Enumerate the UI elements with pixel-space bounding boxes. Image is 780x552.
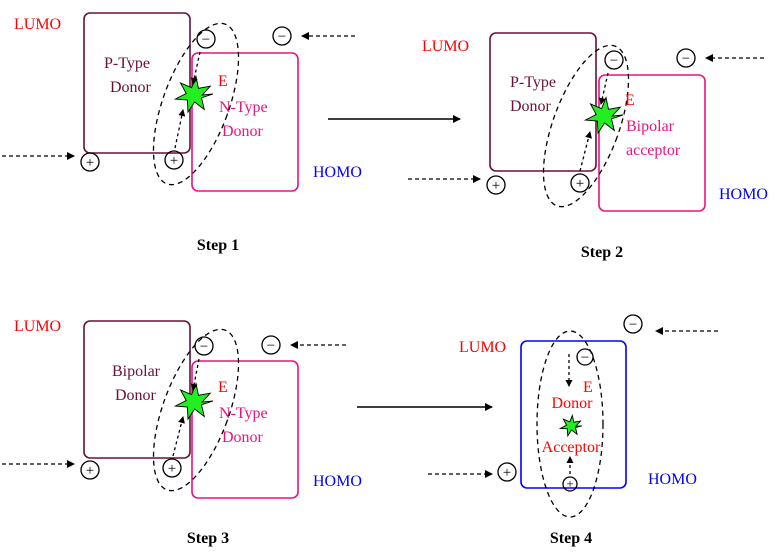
svg-text:−: −	[629, 317, 637, 333]
bipolar-acceptor-box	[598, 74, 706, 212]
hole: +	[162, 458, 182, 478]
electron: −	[623, 314, 643, 334]
hole-transfer-arrow	[579, 131, 592, 172]
emission-burst-icon	[583, 95, 624, 135]
p-type-donor-box	[83, 12, 191, 154]
step-4-panel: LUMO E Donor Acceptor HOMO − − + + Step …	[428, 314, 718, 547]
electron: −	[196, 29, 216, 49]
box-label-line2: Donor	[110, 79, 152, 96]
hole-transfer-arrow	[174, 109, 186, 149]
step-1-panel: LUMO P-Type Donor N-Type Donor HOMO E − …	[2, 12, 362, 254]
hole: +	[570, 173, 590, 193]
svg-text:+: +	[566, 476, 573, 491]
step-caption: Step 2	[581, 244, 623, 261]
box-label-line2: Donor	[115, 387, 157, 404]
donor-label: Donor	[552, 395, 594, 412]
svg-text:−: −	[200, 339, 208, 355]
electron-transfer-arrow	[190, 358, 200, 391]
electron: −	[604, 50, 624, 70]
emission-burst-icon	[173, 74, 214, 114]
bipolar-donor-box	[83, 320, 191, 459]
box-label-line1: P-Type	[104, 55, 150, 72]
hole: +	[164, 150, 184, 170]
electron: −	[194, 336, 214, 356]
combined-box	[520, 340, 627, 489]
step-caption: Step 3	[187, 530, 229, 547]
emission-label: E	[218, 379, 228, 396]
n-type-donor-box	[191, 360, 299, 499]
svg-text:−: −	[610, 53, 618, 69]
step-2-panel: LUMO P-Type Donor Bipolar acceptor HOMO …	[408, 32, 768, 261]
box-label-line1: Bipolar	[626, 118, 675, 135]
lumo-label: LUMO	[14, 318, 61, 335]
svg-text:+: +	[492, 178, 500, 194]
svg-text:−: −	[267, 338, 275, 354]
svg-text:−: −	[682, 51, 690, 67]
svg-text:−: −	[202, 32, 210, 48]
homo-label: HOMO	[648, 471, 697, 488]
hole: +	[80, 152, 100, 172]
box-label-line2: Donor	[222, 429, 264, 446]
electron: −	[272, 26, 292, 46]
homo-label: HOMO	[719, 186, 768, 203]
box-label-line1: Bipolar	[112, 363, 161, 380]
step-caption: Step 4	[550, 530, 592, 547]
hole: +	[486, 175, 506, 195]
hole: +	[562, 476, 578, 492]
emission-label: E	[218, 73, 228, 90]
exciton-ellipse	[152, 22, 240, 186]
svg-text:+: +	[576, 176, 584, 192]
homo-label: HOMO	[313, 473, 362, 490]
exciton-ellipse	[536, 330, 604, 518]
acceptor-label: Acceptor	[542, 439, 601, 456]
n-type-donor-box	[191, 52, 299, 192]
box-label-line2: acceptor	[626, 142, 681, 159]
exciton-ellipse	[542, 44, 630, 208]
step-caption: Step 1	[197, 237, 239, 254]
emission-label: E	[583, 379, 593, 396]
hole: +	[497, 462, 517, 482]
electron: −	[576, 348, 594, 366]
electron: −	[676, 48, 696, 68]
hole-transfer-arrow	[172, 416, 185, 457]
svg-text:+: +	[503, 465, 511, 481]
electron-transfer-arrow	[598, 72, 609, 105]
emission-burst-icon	[173, 381, 214, 421]
hole: +	[80, 460, 100, 480]
svg-text:+: +	[168, 461, 176, 477]
svg-text:+: +	[86, 463, 94, 479]
lumo-label: LUMO	[422, 38, 469, 55]
lumo-label: LUMO	[14, 16, 61, 33]
emission-label: E	[625, 92, 635, 109]
box-label-line2: Donor	[222, 123, 264, 140]
exciton-ellipse	[152, 328, 240, 492]
box-label-line1: N-Type	[219, 99, 268, 116]
box-label-line1: P-Type	[510, 74, 556, 91]
box-label-line1: N-Type	[219, 405, 268, 422]
step-3-panel: LUMO Bipolar Donor N-Type Donor HOMO E −…	[2, 318, 362, 547]
svg-text:+: +	[170, 153, 178, 169]
box-label-line2: Donor	[510, 98, 552, 115]
svg-text:−: −	[278, 29, 286, 45]
svg-text:−: −	[581, 350, 589, 366]
emission-burst-icon	[558, 413, 583, 438]
electron: −	[261, 335, 281, 355]
homo-label: HOMO	[313, 164, 362, 181]
svg-text:+: +	[86, 155, 94, 171]
lumo-label: LUMO	[459, 339, 506, 356]
